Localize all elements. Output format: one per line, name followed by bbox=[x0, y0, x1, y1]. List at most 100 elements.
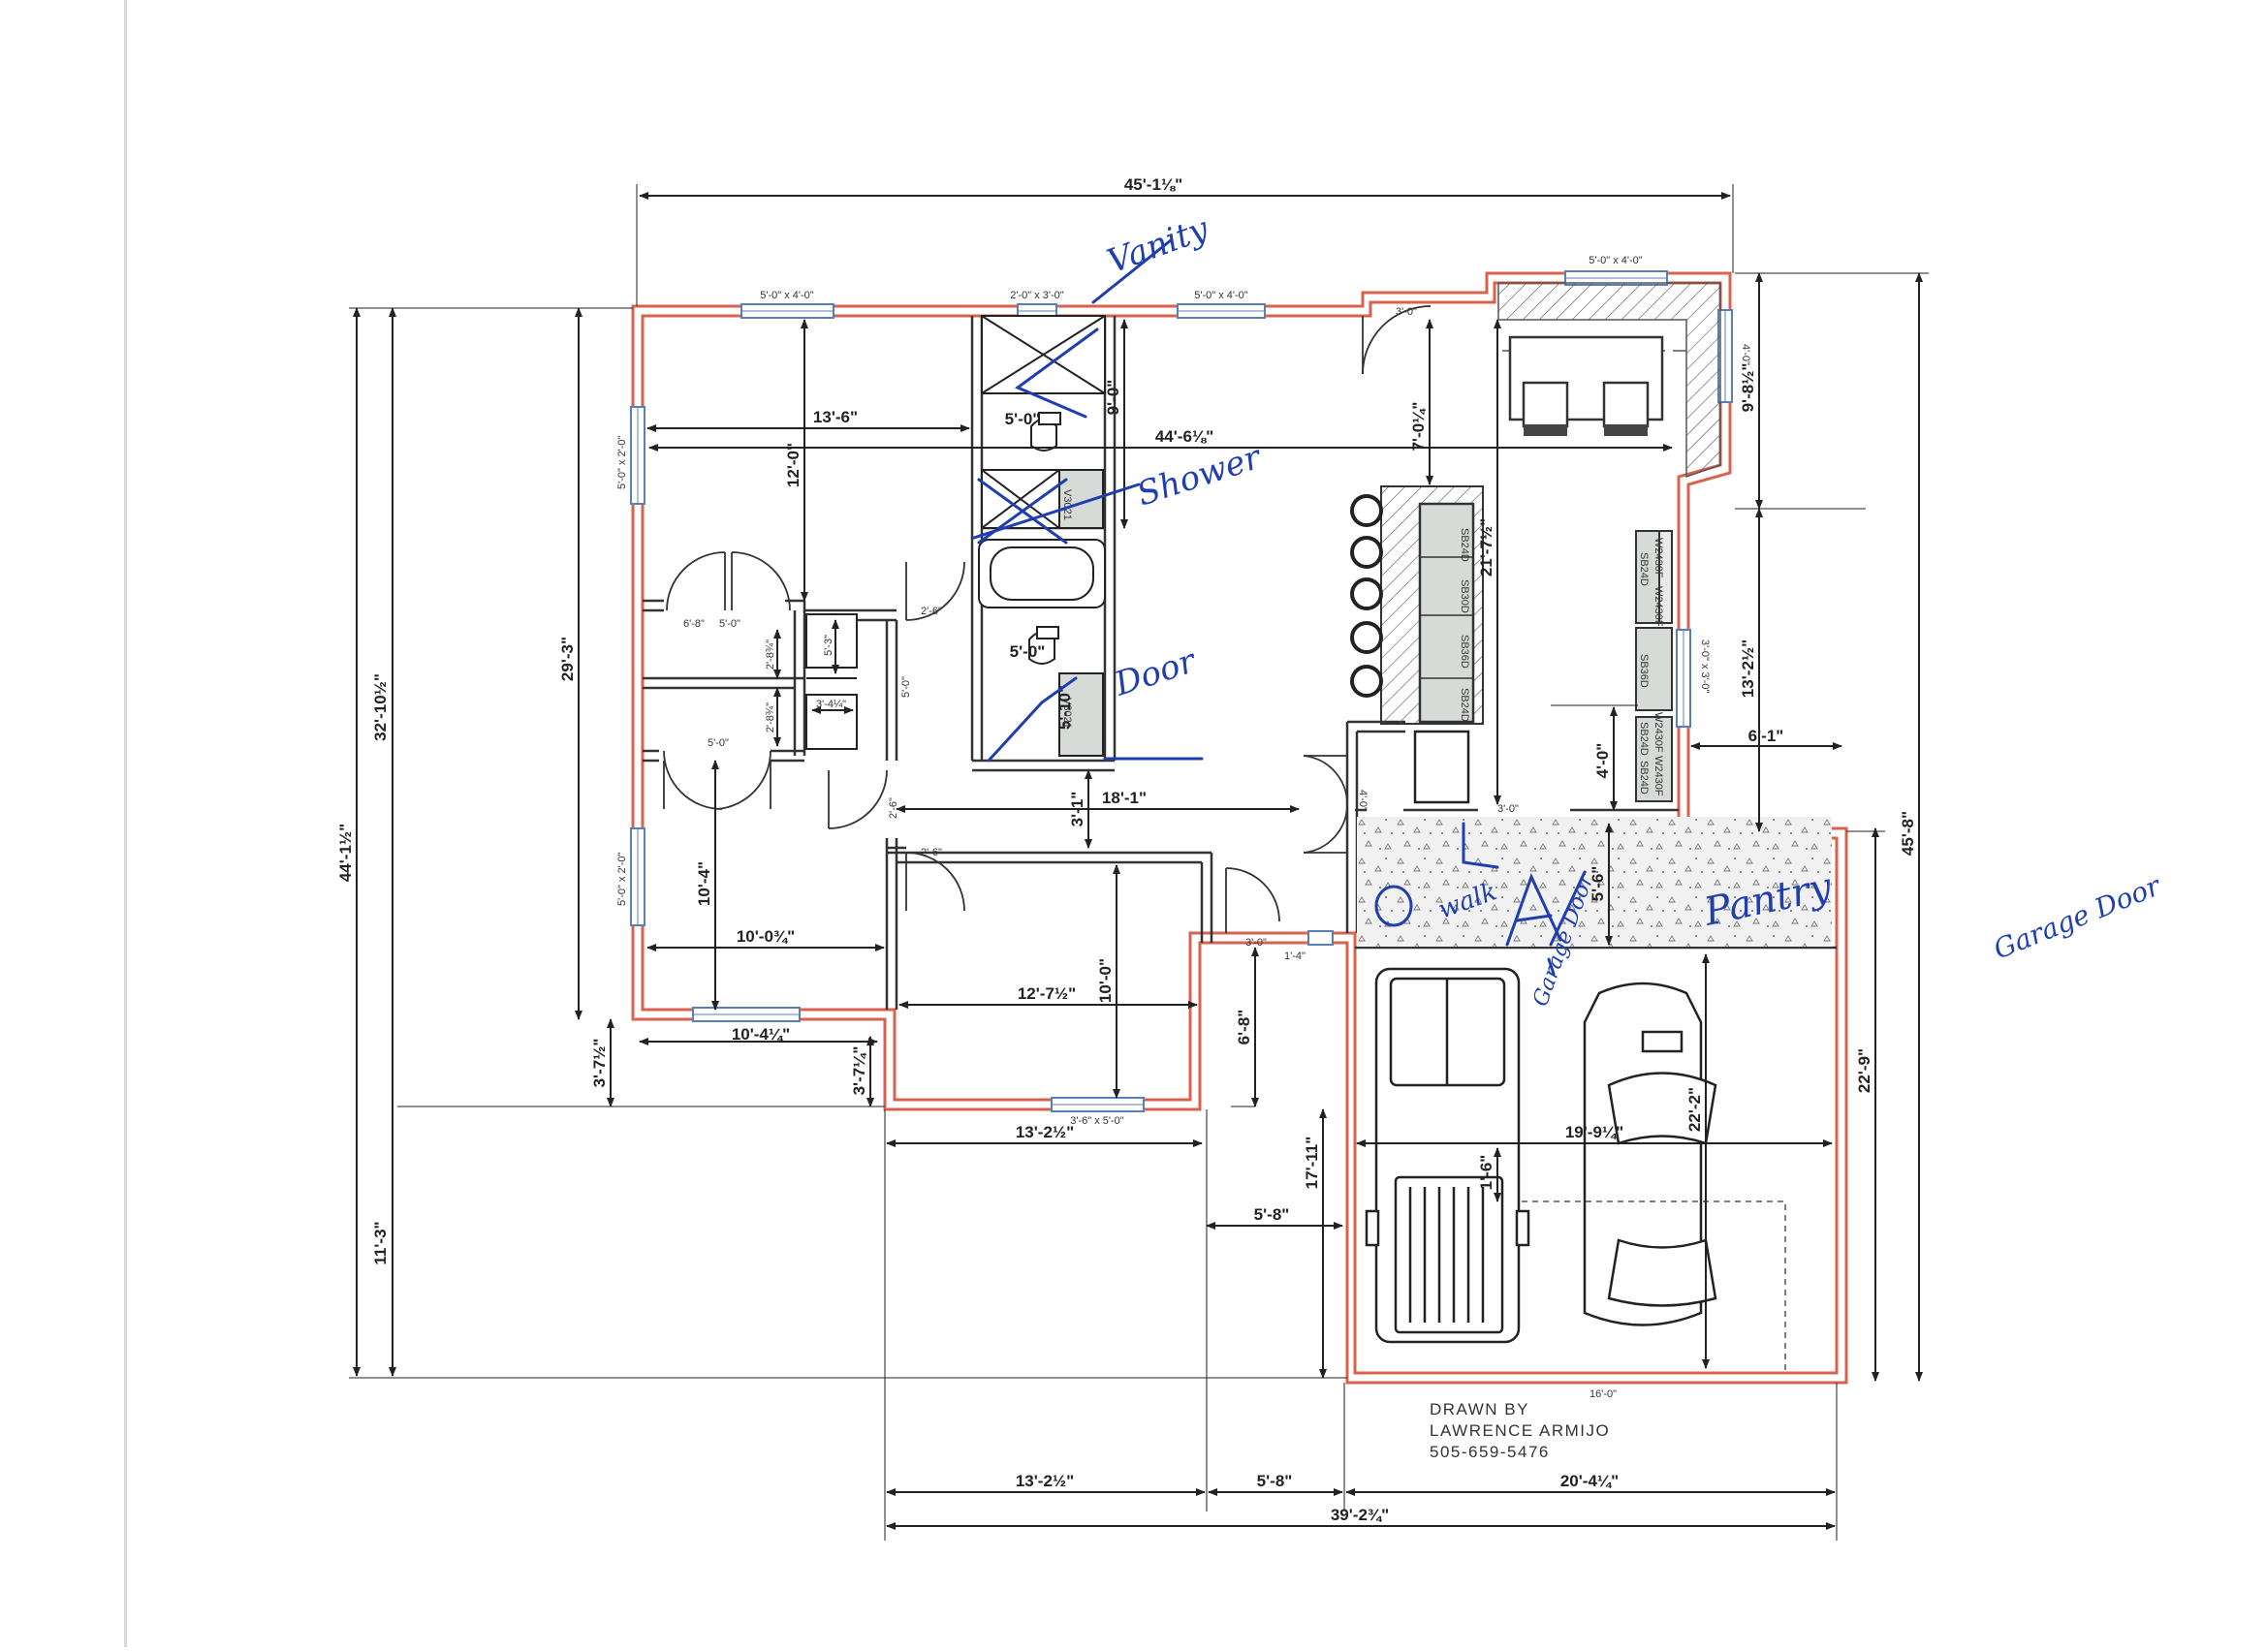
pantry-cab-7: SB24D bbox=[1638, 761, 1650, 795]
dim-bedroom1-width: 13'-6" bbox=[813, 408, 858, 426]
callout-win-right-2: 3'-0" x 3'-0" bbox=[1699, 639, 1711, 694]
window-centerlines bbox=[637, 277, 1726, 1106]
dim-left-mid: 32'-10½" bbox=[371, 673, 390, 741]
scan-edge bbox=[124, 0, 127, 1647]
pantry-cab-8: W2430F bbox=[1652, 756, 1664, 796]
callout-win-bottom: 3'-6" x 5'-0" bbox=[1070, 1115, 1124, 1127]
callout-door-hall-1: 2'-6" bbox=[921, 606, 942, 617]
pantry-cab-6: W2430F bbox=[1652, 712, 1664, 753]
dim-garage-inner: 1'-6" bbox=[1477, 1155, 1495, 1191]
callout-door-closet: 5'-0" bbox=[900, 676, 912, 698]
note-vanity: Vanity bbox=[1102, 209, 1213, 282]
dim-bath-width: 5'-0" bbox=[1005, 410, 1041, 428]
dim-garage-depth: 22'-2" bbox=[1685, 1087, 1704, 1132]
callout-win-top-3: 5'-0" x 4'-0" bbox=[1194, 290, 1248, 301]
vanity-cab-1: V3021 bbox=[1061, 489, 1073, 520]
dim-closet-a: 6'-8" bbox=[683, 618, 705, 630]
callout-win-top-2: 2'-0" x 3'-0" bbox=[1010, 290, 1064, 301]
island-cab-label-1: SB24D bbox=[1459, 528, 1470, 562]
dim-bedroom2-depth: 10'-4" bbox=[695, 861, 713, 906]
note-garage-door-right: Garage Door bbox=[1989, 869, 2166, 965]
credit-line-3: 505-659-5476 bbox=[1430, 1443, 1550, 1461]
dim-bedroom2-width: 10'-0¾" bbox=[737, 927, 795, 946]
handwritten-annotations bbox=[972, 238, 1587, 976]
dim-bedroom1-depth: 12'-0" bbox=[784, 443, 803, 487]
dim-bath2-width: 5'-0" bbox=[1010, 642, 1046, 661]
dim-bedroom3-bottom: 13'-2½" bbox=[1016, 1123, 1074, 1141]
dim-bath-depth: 9'-0" bbox=[1104, 380, 1122, 416]
dim-right-offset: 6'-1" bbox=[1748, 727, 1784, 745]
credit-line-1: DRAWN BY bbox=[1430, 1400, 1529, 1418]
callout-door-storage: 3'-0" bbox=[1245, 937, 1267, 949]
note-shower: Shower bbox=[1132, 437, 1267, 514]
dim-bottom-seg-1: 13'-2½" bbox=[1016, 1472, 1074, 1490]
dim-bump-left-b: 3'-7¼" bbox=[850, 1046, 868, 1096]
dim-small-depth: 6'-8" bbox=[1235, 1010, 1253, 1045]
dim-closet-b: 5'-0" bbox=[719, 618, 740, 630]
dim-bump-left-a: 3'-7½" bbox=[590, 1039, 609, 1088]
dim-right-garage: 22'-9" bbox=[1855, 1048, 1873, 1093]
callout-door-laundry: 3'-0" bbox=[1497, 803, 1519, 815]
callout-win-right-1: 4'-0" bbox=[1740, 344, 1751, 365]
dim-hall-width: 18'-1" bbox=[1102, 789, 1147, 807]
dim-closet-f: 2'-8¾" bbox=[765, 702, 776, 732]
dim-interior-width: 44'-6⅛" bbox=[1155, 427, 1213, 446]
callout-door-hall-3: 2'-6" bbox=[888, 797, 899, 819]
dim-left-lower: 11'-3" bbox=[371, 1221, 390, 1264]
pantry-cab-5: SB24D bbox=[1638, 722, 1650, 756]
pantry-cabinet-labels: W2430F SB24D W2430F SB36D SB24D W2430F S… bbox=[1638, 538, 1664, 796]
dim-kitchen-depth: 21'-7½" bbox=[1477, 518, 1495, 577]
pantry-cabinets bbox=[1635, 530, 1673, 802]
island-cab-label-2: SB30D bbox=[1459, 579, 1470, 613]
callout-door-side: 4'-0" bbox=[1357, 790, 1369, 811]
dim-hall-offset: 3'-1" bbox=[1068, 792, 1086, 827]
dim-garage-width: 19'-9¼" bbox=[1565, 1123, 1623, 1141]
dim-side-width: 5'-8" bbox=[1254, 1205, 1290, 1224]
island-cab-label-4: SB24D bbox=[1459, 688, 1470, 722]
dim-closet-c: 2'-8¾" bbox=[765, 639, 776, 670]
garage-dashed-line bbox=[1522, 1200, 1786, 1373]
dim-closet-d: 3'-4¼" bbox=[816, 699, 846, 710]
note-door: Door bbox=[1109, 641, 1201, 704]
dim-bottom-total: 39'-2¾" bbox=[1331, 1506, 1389, 1524]
dim-bottom-seg-2: 5'-8" bbox=[1257, 1472, 1293, 1490]
dim-side-depth: 17'-11" bbox=[1303, 1137, 1321, 1190]
dim-storage-gap: 1'-4" bbox=[1284, 951, 1306, 962]
callout-garage-door: 16'-0" bbox=[1589, 1388, 1617, 1400]
dim-right-outer: 45'-8" bbox=[1899, 811, 1917, 856]
dim-pantry-gap: 4'-0" bbox=[1593, 743, 1612, 779]
dim-right-top: 9'-8½" bbox=[1739, 363, 1757, 413]
dim-bedroom3-depth: 10'-0" bbox=[1096, 958, 1115, 1003]
fireplace bbox=[1497, 282, 1721, 479]
vanity-cab-2: V3021 bbox=[1061, 698, 1073, 729]
callout-win-top-1: 5'-0" x 4'-0" bbox=[760, 290, 814, 301]
dim-left-outer: 44'-1½" bbox=[336, 824, 355, 882]
pantry-cab-2: SB24D bbox=[1638, 552, 1650, 586]
dim-bedroom2-bottom: 10'-4¼" bbox=[732, 1025, 790, 1044]
callout-win-left-2: 5'-0" x 2'-0" bbox=[616, 852, 628, 906]
pantry-cab-1: W2430F bbox=[1652, 538, 1664, 578]
callout-win-left-1: 5'-0" x 2'-0" bbox=[616, 435, 628, 489]
dimension-lines bbox=[349, 184, 1929, 1541]
dim-kitchen-top: 7'-0¼" bbox=[1409, 402, 1428, 452]
laundry-floor bbox=[1357, 817, 1832, 948]
dim-closet-g: 5'-0" bbox=[708, 737, 729, 749]
dim-top-width: 45'-1⅛" bbox=[1124, 175, 1182, 194]
credit-line-2: LAWRENCE ARMIJO bbox=[1430, 1421, 1610, 1440]
dim-bath2-depth: 5'-10" bbox=[1055, 685, 1074, 730]
pantry-cab-4: SB36D bbox=[1638, 654, 1650, 688]
dim-left-inner: 29'-3" bbox=[558, 637, 577, 681]
closet-shelves bbox=[805, 613, 858, 750]
dim-bedroom3-width: 12'-7½" bbox=[1018, 984, 1076, 1003]
pantry-cab-3: W2430F bbox=[1652, 586, 1664, 627]
dim-laundry-depth: 5'-6" bbox=[1589, 866, 1607, 902]
callout-door-top: 3'-0" bbox=[1396, 306, 1417, 318]
garage-vehicles bbox=[1365, 967, 1717, 1344]
dim-closet-e: 5'-3" bbox=[823, 635, 834, 656]
callout-door-hall-2: 2'-6" bbox=[921, 847, 942, 858]
kitchen-island bbox=[1350, 485, 1484, 804]
callout-win-top-4: 5'-0" x 4'-0" bbox=[1589, 255, 1643, 266]
dim-bottom-seg-3: 20'-4¼" bbox=[1560, 1472, 1619, 1490]
